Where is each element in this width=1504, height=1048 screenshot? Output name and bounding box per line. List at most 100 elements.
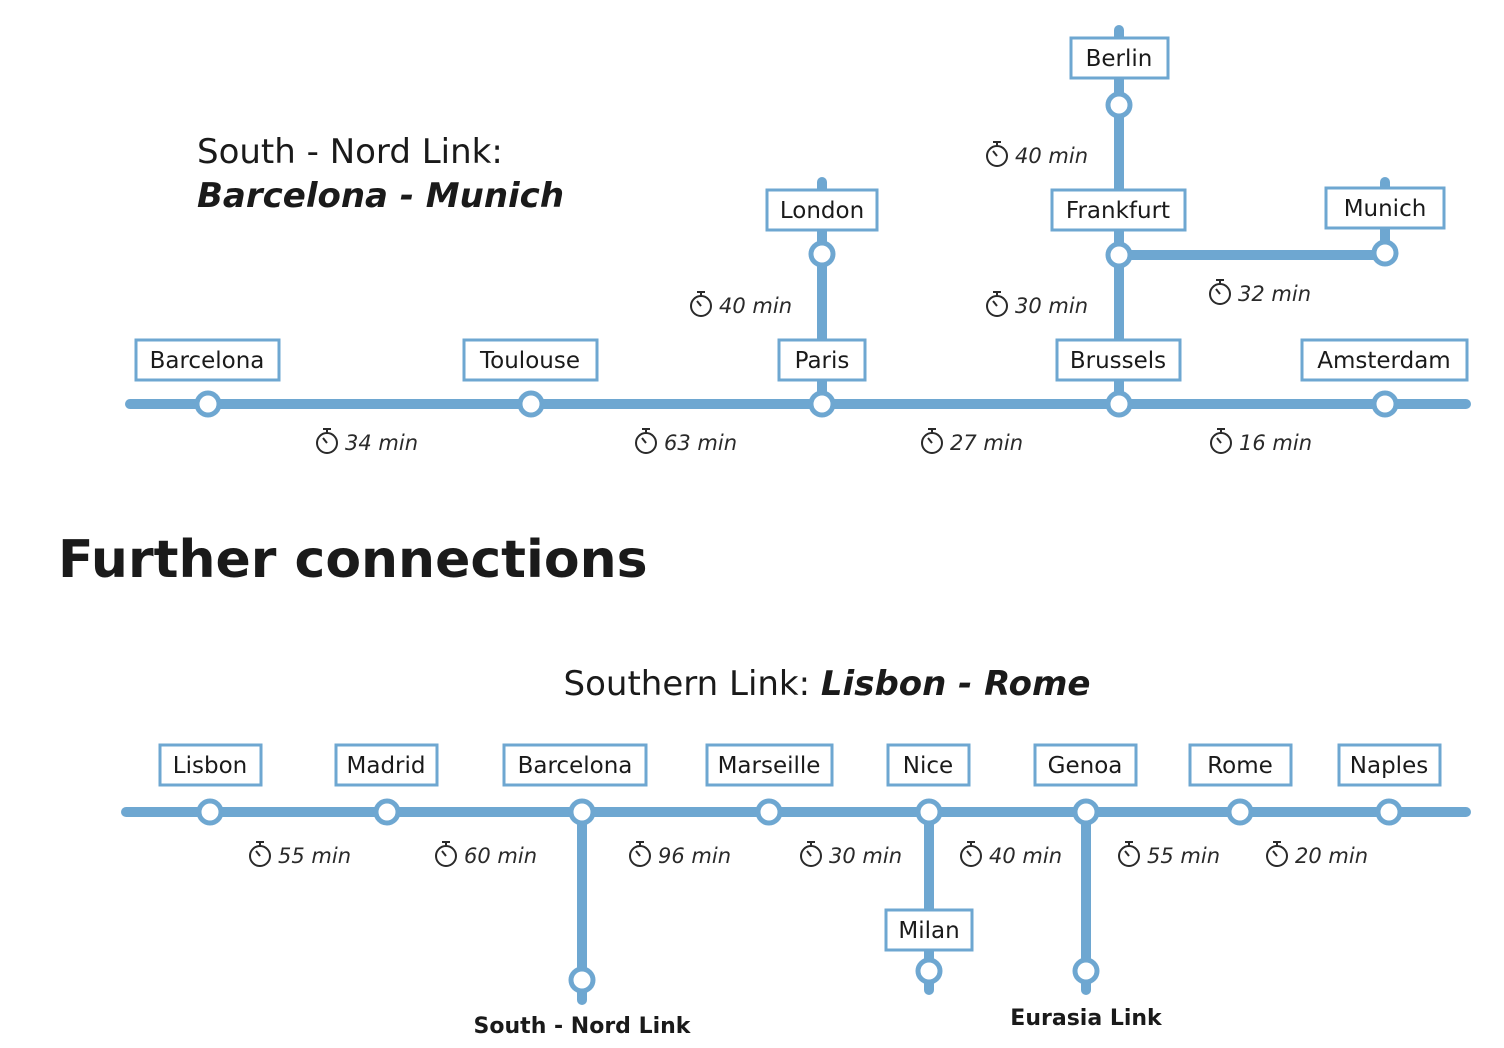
station-label-nice[interactable]: Nice [886,743,971,787]
station-label-london[interactable]: London [765,188,879,232]
stopwatch-icon [986,141,1008,167]
station-label-marseille[interactable]: Marseille [705,743,834,787]
station-label-lisbon[interactable]: Lisbon [158,743,263,787]
station-label-berlin[interactable]: Berlin [1069,36,1170,80]
station-name: Paris [795,348,850,374]
stopwatch-icon [316,428,338,454]
svg-text:60 min: 60 min [464,844,537,868]
stop-rome[interactable] [1226,798,1254,826]
svg-text:63 min: 63 min [664,431,737,455]
branch-caption-south-nord[interactable]: South - Nord Link [473,1014,691,1039]
svg-text:16 min: 16 min [1239,431,1312,455]
title-route: Barcelona - Munich [197,176,565,216]
station-label-toulouse[interactable]: Toulouse [462,338,599,382]
stop-paris[interactable] [808,390,836,418]
svg-text:30 min: 30 min [829,844,902,868]
stopwatch-icon [1209,279,1231,305]
stop-london[interactable] [808,240,836,268]
stopwatch-icon [435,841,457,867]
branch-caption-eurasia[interactable]: Eurasia Link [1010,1006,1162,1031]
svg-text:40 min: 40 min [719,294,792,318]
southern-link-diagram: Lisbon Madrid Barcelona Marseille Nice G… [121,743,1471,1005]
title-line: South - Nord Link: [197,132,503,172]
stopwatch-icon [1210,428,1232,454]
north-south-title: South - Nord Link: Barcelona - Munich [197,130,564,218]
svg-text:32 min: 32 min [1238,282,1311,306]
station-label-rome[interactable]: Rome [1188,743,1293,787]
svg-text:27 min: 27 min [950,431,1023,455]
travel-time: 40 min [690,291,792,318]
stop-lisbon[interactable] [196,798,224,826]
south-nord-link-diagram: Barcelona Toulouse Paris Brussels Amster… [125,25,1471,455]
stopwatch-icon [249,841,271,867]
stopwatch-icon [1118,841,1140,867]
station-label-madrid[interactable]: Madrid [334,743,439,787]
stop-barcelona[interactable] [194,390,222,418]
station-name: Madrid [347,753,426,779]
stopwatch-icon [629,841,651,867]
station-name: Milan [898,918,959,944]
svg-text:20 min: 20 min [1295,844,1368,868]
svg-text:55 min: 55 min [1147,844,1220,868]
station-label-genoa[interactable]: Genoa [1033,743,1138,787]
travel-time: 40 min [960,841,1062,868]
stop-eurasia-link[interactable] [1072,957,1100,985]
station-name: London [780,198,864,224]
travel-time: 96 min [629,841,731,868]
station-name: Amsterdam [1317,348,1450,374]
travel-time: 40 min [986,141,1088,168]
stop-amsterdam[interactable] [1371,390,1399,418]
stop-milan[interactable] [915,957,943,985]
station-name: Munich [1344,196,1427,222]
travel-time: 16 min [1210,428,1312,455]
travel-time: 55 min [249,841,351,868]
stop-barcelona[interactable] [568,798,596,826]
station-name: Rome [1207,753,1273,779]
stop-berlin[interactable] [1105,91,1133,119]
station-name: Lisbon [173,753,247,779]
stopwatch-icon [800,841,822,867]
station-label-frankfurt[interactable]: Frankfurt [1050,188,1187,232]
stopwatch-icon [960,841,982,867]
stop-madrid[interactable] [373,798,401,826]
stopwatch-icon [921,428,943,454]
stop-frankfurt[interactable] [1105,241,1133,269]
stop-south-nord-link[interactable] [568,966,596,994]
station-name: Marseille [718,753,821,779]
station-label-milan[interactable]: Milan [884,908,974,952]
svg-text:96 min: 96 min [658,844,731,868]
svg-text:34 min: 34 min [345,431,418,455]
travel-time: 55 min [1118,841,1220,868]
station-name: Toulouse [479,348,580,374]
stop-toulouse[interactable] [517,390,545,418]
travel-time: 34 min [316,428,418,455]
stopwatch-icon [690,291,712,317]
travel-time: 27 min [921,428,1023,455]
station-label-amsterdam[interactable]: Amsterdam [1300,338,1469,382]
travel-time: 30 min [986,291,1088,318]
station-name: Nice [903,753,953,779]
station-label-munich[interactable]: Munich [1324,186,1446,230]
stop-marseille[interactable] [755,798,783,826]
stopwatch-icon [635,428,657,454]
title-route: Lisbon - Rome [820,664,1091,704]
stop-munich[interactable] [1371,239,1399,267]
station-label-barcelona[interactable]: Barcelona [502,743,648,787]
station-label-paris[interactable]: Paris [777,338,867,382]
stop-genoa[interactable] [1072,798,1100,826]
station-label-naples[interactable]: Naples [1337,743,1442,787]
svg-text:40 min: 40 min [1015,144,1088,168]
station-name: Barcelona [518,753,633,779]
stop-naples[interactable] [1375,798,1403,826]
travel-time: 20 min [1266,841,1368,868]
station-name: Berlin [1086,46,1153,72]
title-prefix: Southern Link: [563,664,821,704]
station-label-brussels[interactable]: Brussels [1055,338,1182,382]
station-label-barcelona[interactable]: Barcelona [134,338,281,382]
station-name: Frankfurt [1066,198,1170,224]
stop-brussels[interactable] [1105,390,1133,418]
travel-time: 63 min [635,428,737,455]
stopwatch-icon [986,291,1008,317]
stop-nice[interactable] [915,798,943,826]
